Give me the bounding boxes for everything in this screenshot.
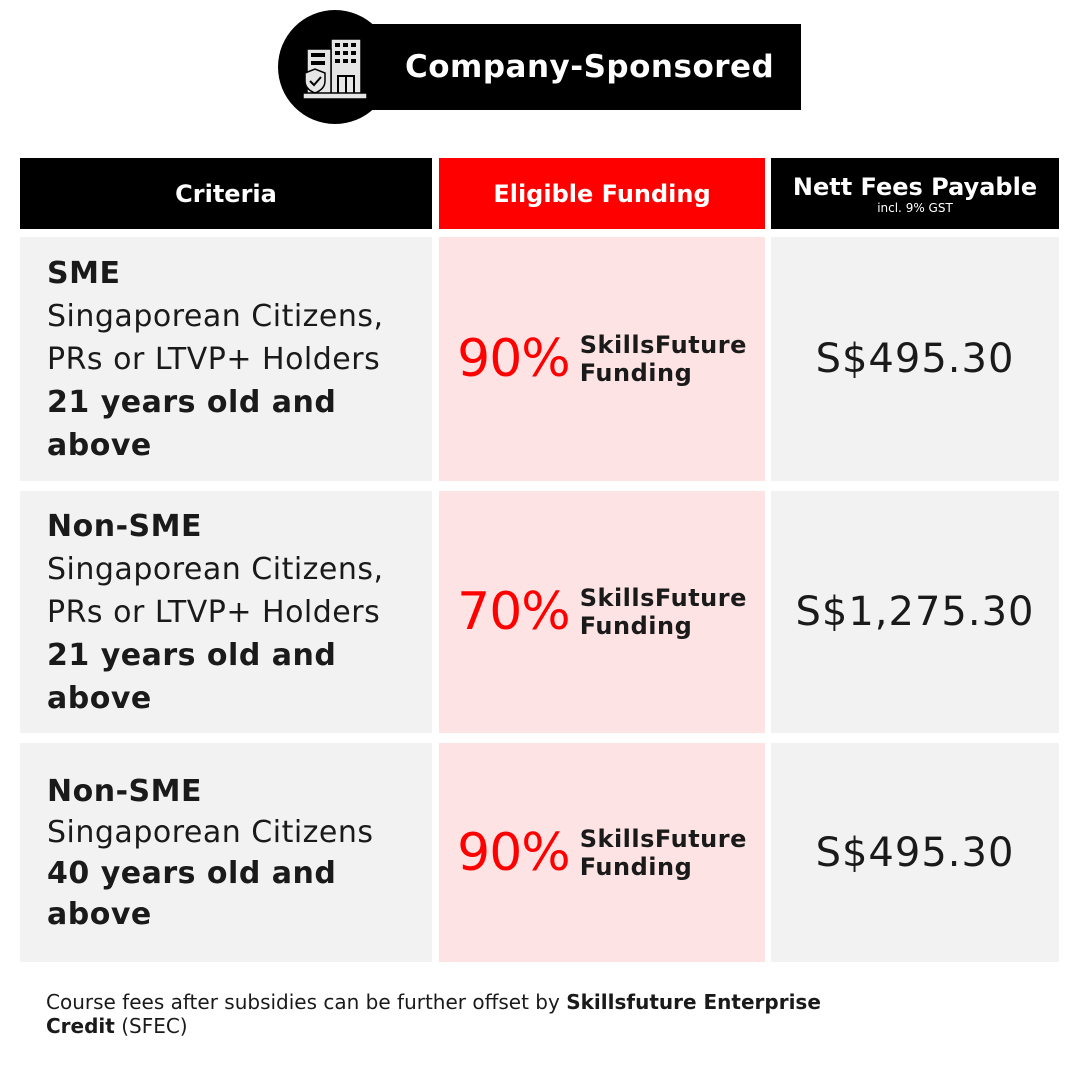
funding-label: Funding	[579, 359, 693, 387]
table-row-fee: S$495.30	[771, 237, 1059, 481]
funding-label: Funding	[579, 612, 693, 640]
age-requirement: 21 years old and	[47, 384, 337, 420]
company-type: SME	[47, 255, 121, 291]
header-fees-label: Nett Fees Payable	[792, 172, 1038, 201]
footnote-bold: Credit	[46, 1014, 115, 1038]
nett-fee: S$495.30	[815, 336, 1015, 382]
age-requirement: 21 years old and	[47, 637, 337, 673]
funding-percent: 90%	[457, 822, 571, 883]
age-requirement: above	[47, 896, 152, 932]
footnote: Course fees after subsidies can be furth…	[46, 990, 1006, 1038]
table-row-fee: S$1,275.30	[771, 491, 1059, 733]
header-funding: Eligible Funding	[439, 158, 765, 229]
company-type: Non-SME	[47, 508, 202, 544]
badge-bar: Company-Sponsored	[330, 24, 801, 110]
funding-label: SkillsFuture	[579, 824, 747, 853]
header-criteria-label: Criteria	[175, 179, 277, 208]
footnote-text: (SFEC)	[114, 1014, 188, 1038]
table-row-criteria: Non-SME Singaporean Citizens 40 years ol…	[20, 743, 432, 962]
footnote-bold: Skillsfuture Enterprise	[566, 990, 821, 1014]
badge-circle	[278, 10, 392, 124]
funding-label: SkillsFuture	[579, 584, 747, 612]
eligible-group: PRs or LTVP+ Holders	[47, 341, 381, 377]
nett-fee: S$495.30	[815, 829, 1015, 876]
office-building-shield-icon	[302, 38, 368, 100]
header-criteria: Criteria	[20, 158, 432, 229]
table-row-criteria: SME Singaporean Citizens, PRs or LTVP+ H…	[20, 237, 432, 481]
header-fees-note: incl. 9% GST	[877, 200, 953, 215]
age-requirement: above	[47, 680, 152, 716]
eligible-group: Singaporean Citizens,	[47, 551, 384, 587]
age-requirement: above	[47, 427, 152, 463]
nett-fee: S$1,275.30	[795, 589, 1035, 635]
badge-title: Company-Sponsored	[405, 49, 775, 85]
table-row-criteria: Non-SME Singaporean Citizens, PRs or LTV…	[20, 491, 432, 733]
company-type: Non-SME	[47, 773, 202, 809]
funding-label: SkillsFuture	[579, 331, 747, 359]
funding-label: Funding	[579, 852, 693, 881]
eligible-group: Singaporean Citizens,	[47, 298, 384, 334]
footnote-text: Course fees after subsidies can be furth…	[46, 990, 567, 1014]
header-funding-label: Eligible Funding	[493, 179, 711, 208]
age-requirement: 40 years old and	[47, 855, 337, 891]
table-row-fee: S$495.30	[771, 743, 1059, 962]
eligible-group: Singaporean Citizens	[47, 814, 374, 850]
funding-percent: 70%	[457, 582, 571, 642]
funding-percent: 90%	[457, 329, 571, 389]
eligible-group: PRs or LTVP+ Holders	[47, 594, 381, 630]
